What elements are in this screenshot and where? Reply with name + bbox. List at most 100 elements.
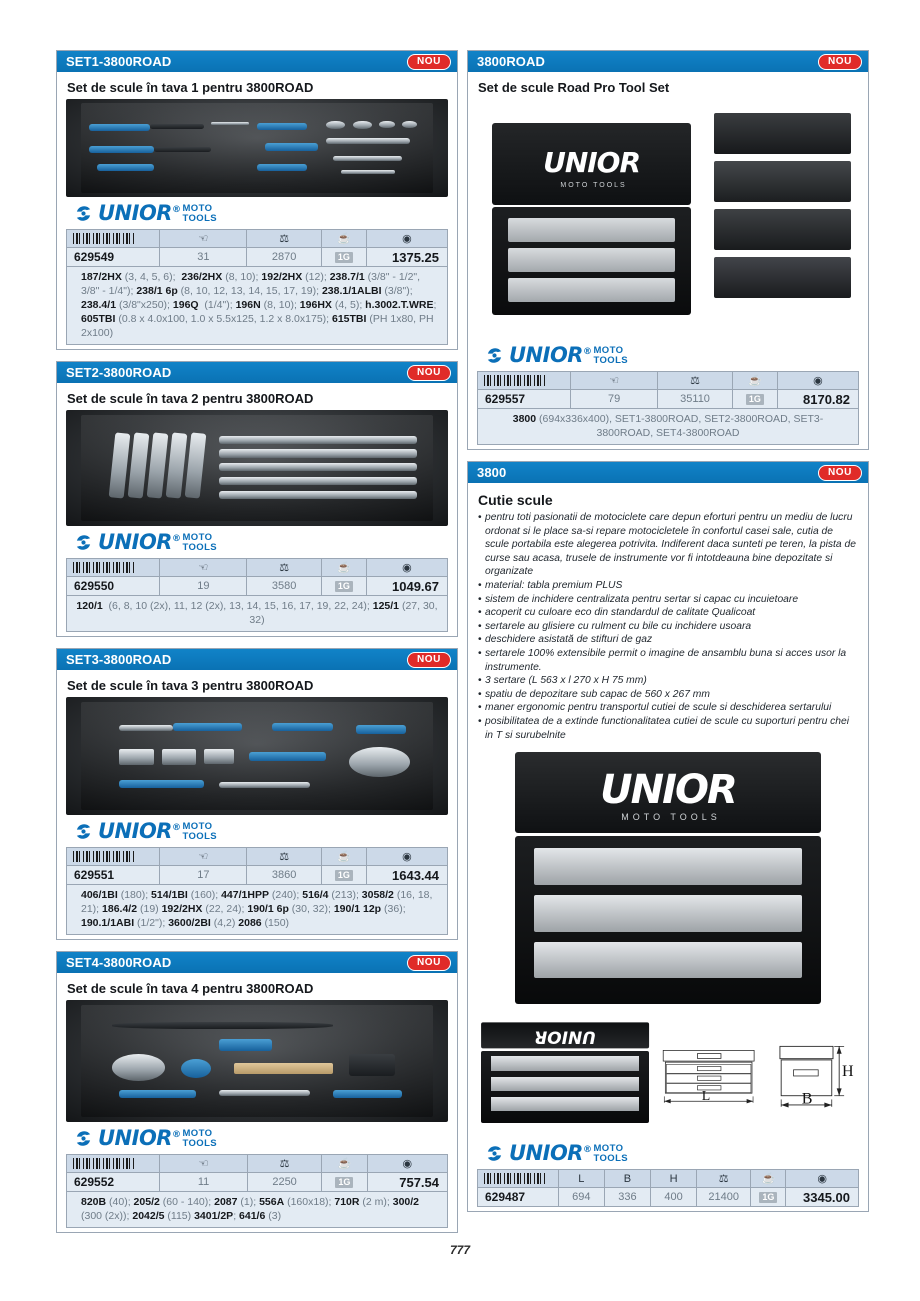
barcode-header — [476, 371, 572, 390]
unior-swirl-icon — [76, 535, 91, 550]
product-card-set4: SET4-3800ROAD NOU Set de scule în tava 4… — [56, 951, 458, 1233]
table-row: 629487 694 336 400 21400 1G 3345.00 — [477, 1187, 859, 1208]
height-value: 400 — [650, 1187, 698, 1208]
product-title: Set de scule în tava 4 pentru 3800ROAD — [67, 981, 314, 996]
product-title: Set de scule în tava 2 pentru 3800ROAD — [67, 391, 314, 406]
feature-list: pentru toti pasionatii de motociclete ca… — [468, 511, 868, 747]
sku-value: 629557 — [476, 389, 572, 409]
spec-table-3800road: ☜ ⚖ ☕ ◉ 629557 79 35110 1G 8170.82 3800 … — [476, 371, 860, 445]
box-icon: ☕ — [336, 233, 351, 245]
weight-value: 2250 — [246, 1172, 323, 1192]
box-icon: ☕ — [761, 1173, 776, 1186]
list-item: acoperit cu culoare eco din standardul d… — [478, 606, 856, 620]
list-item: posibilitatea de a extinde functionalita… — [478, 715, 856, 742]
pieces-value: 79 — [570, 389, 659, 409]
coins-icon: ◉ — [813, 375, 823, 387]
card-header: 3800 NOU — [468, 462, 868, 483]
breadth-header: B — [603, 1169, 652, 1189]
weight-value: 21400 — [696, 1187, 752, 1208]
dimension-label-L: L — [702, 1090, 711, 1105]
product-card-set1: SET1-3800ROAD NOU Set de scule în tava 1… — [56, 50, 458, 350]
list-item: material: tabla premium PLUS — [478, 579, 856, 593]
contents-list: 187/2HX (3, 4, 5, 6); 236/2HX (8, 10); 1… — [66, 266, 448, 345]
weight-value: 3860 — [246, 865, 322, 885]
list-item: spatiu de depozitare sub capac de 560 x … — [478, 688, 856, 702]
dimension-label-B: B — [802, 1091, 813, 1108]
barcode-header — [65, 229, 161, 248]
sku-value: 629487 — [477, 1187, 559, 1208]
product-code: 3800ROAD — [477, 54, 545, 69]
spec-header-row: ☜ ⚖ ☕ ◉ — [65, 1154, 449, 1173]
product-code: 3800 — [477, 465, 507, 480]
product-title: Cutie scule — [478, 492, 553, 508]
product-card-set2: SET2-3800ROAD NOU Set de scule în tava 2… — [56, 361, 458, 637]
product-title: Set de scule Road Pro Tool Set — [478, 80, 670, 95]
packing-value: 1G — [320, 247, 367, 267]
weight-icon: ⚖ — [279, 851, 290, 863]
coins-icon: ◉ — [817, 1173, 828, 1186]
brand-wordmark: UNIOR® — [98, 819, 181, 843]
spec-table-3800: L B H ⚖ ☕ ◉ 629487 694 336 400 21400 1G — [477, 1169, 859, 1208]
sku-value: 629552 — [65, 1172, 161, 1192]
price-value: 1049.67 — [365, 576, 449, 596]
table-row: 629550 19 3580 1G 1049.67 — [65, 576, 449, 596]
packing-header: ☕ — [320, 229, 367, 248]
product-image-set1 — [66, 99, 448, 197]
left-column: SET1-3800ROAD NOU Set de scule în tava 1… — [56, 50, 458, 1244]
price-header: ◉ — [365, 847, 449, 866]
price-value: 8170.82 — [776, 389, 860, 409]
weight-header: ⚖ — [246, 229, 322, 248]
unior-swirl-icon — [76, 206, 91, 221]
weight-value: 3580 — [246, 576, 322, 596]
list-item: maner ergonomic pentru transportul cutie… — [478, 701, 856, 715]
weight-icon: ⚖ — [690, 375, 700, 387]
spec-table-set4: ☜ ⚖ ☕ ◉ 629552 11 2250 1G 757.54 820B (4… — [65, 1154, 449, 1228]
price-header: ◉ — [365, 558, 449, 577]
weight-icon: ⚖ — [718, 1173, 729, 1186]
breadth-value: 336 — [603, 1187, 652, 1208]
packing-header: ☕ — [321, 1154, 368, 1173]
product-code: SET2-3800ROAD — [66, 365, 172, 380]
weight-icon: ⚖ — [279, 233, 290, 245]
product-code: SET1-3800ROAD — [66, 54, 172, 69]
brand-wordmark: UNIOR® — [98, 530, 181, 554]
packing-header: ☕ — [320, 558, 367, 577]
spec-header-row: ☜ ⚖ ☕ ◉ — [65, 558, 449, 577]
packing-value: 1G — [320, 865, 367, 885]
coins-icon: ◉ — [402, 233, 412, 245]
table-row: 629552 11 2250 1G 757.54 — [65, 1172, 449, 1192]
brand-wordmark: UNIOR® — [98, 201, 181, 225]
contents-row: 3800 (694x336x400), SET1-3800ROAD, SET2-… — [477, 408, 859, 445]
new-badge: NOU — [406, 53, 451, 70]
spec-table-set2: ☜ ⚖ ☕ ◉ 629550 19 3580 1G 1049.67 120/1 … — [65, 558, 449, 632]
contents-row: 406/1BI (180); 514/1BI (160); 447/1HPP (… — [66, 884, 448, 935]
sku-value: 629550 — [65, 576, 161, 596]
spec-table-set3: ☜ ⚖ ☕ ◉ 629551 17 3860 1G 1643.44 406/1B… — [65, 847, 449, 935]
hand-pieces-icon: ☜ — [198, 562, 209, 574]
spec-header-row: L B H ⚖ ☕ ◉ — [477, 1169, 859, 1189]
barcode-header — [477, 1169, 559, 1189]
product-card-3800: 3800 NOU Cutie scule pentru toti pasiona… — [467, 461, 869, 1213]
card-header: 3800ROAD NOU — [468, 51, 868, 72]
dimension-drawing-front: L — [663, 1050, 755, 1105]
pieces-header: ☜ — [159, 229, 248, 248]
page-number: 777 — [449, 1243, 471, 1257]
barcode-header — [65, 1154, 161, 1173]
contents-list: 820B (40); 205/2 (60 - 140); 2087 (1); 5… — [66, 1191, 448, 1228]
weight-header: ⚖ — [657, 371, 733, 390]
product-image-set4 — [66, 1000, 448, 1122]
sku-value: 629551 — [65, 865, 161, 885]
pieces-value: 31 — [159, 247, 248, 267]
product-image-set2 — [66, 410, 448, 526]
coins-icon: ◉ — [402, 562, 412, 574]
